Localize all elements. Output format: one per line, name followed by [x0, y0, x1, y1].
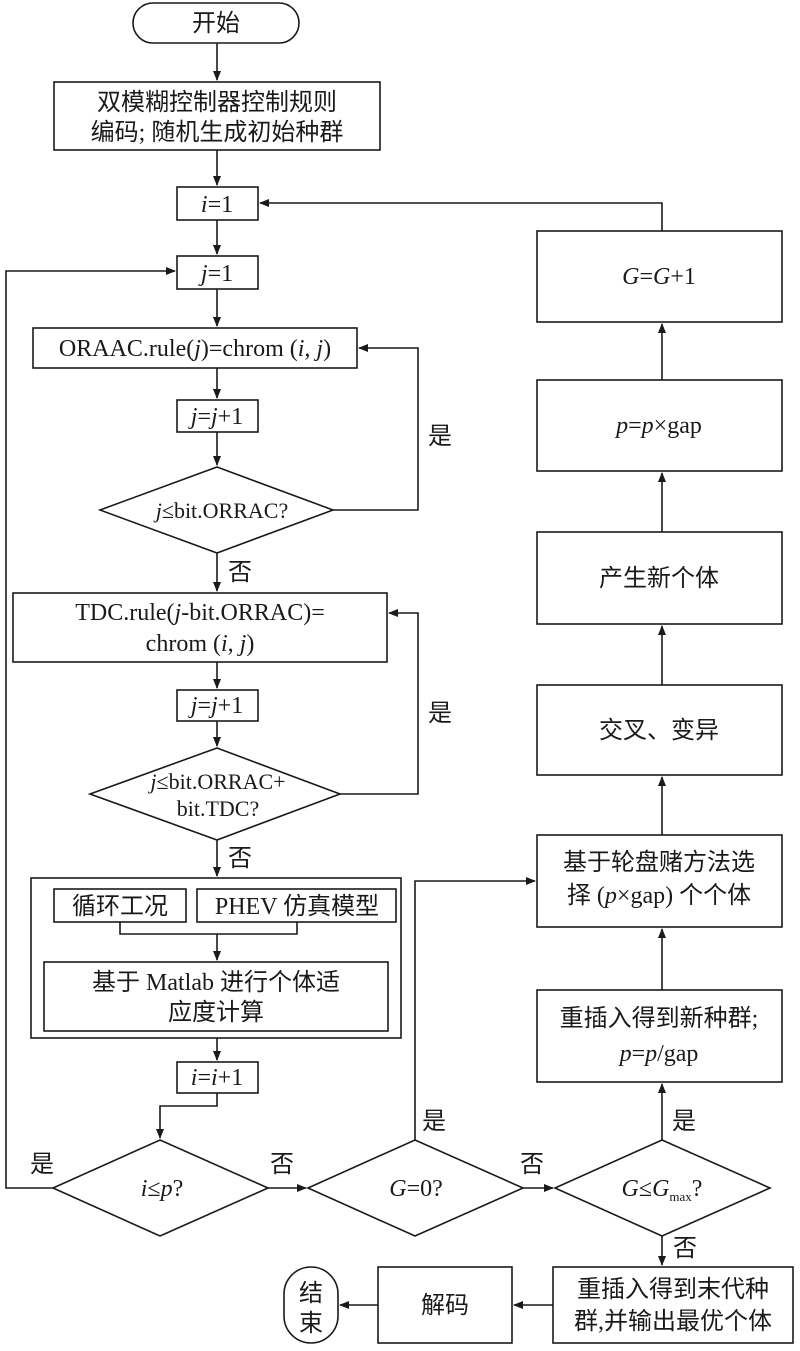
decision-i-le-p-label: i≤p? — [141, 1176, 184, 1202]
encode-line1: 双模糊控制器控制规则 — [97, 89, 337, 116]
label-no-cond2: 否 — [228, 846, 252, 872]
reinsert-box: 重插入得到新种群; p=p/gap — [536, 989, 783, 1083]
label-yes-loop1: 是 — [428, 424, 452, 450]
label-yes-i-le-p: 是 — [30, 1152, 54, 1178]
edge-labels: 是 否 是 否 是 否 是 否 是 否 — [30, 424, 697, 1262]
i-increment-box: i=i+1 — [176, 1061, 259, 1094]
label-no-g-eq-0: 否 — [520, 1152, 544, 1178]
i-increment-label: i=i+1 — [191, 1065, 243, 1091]
decode-label: 解码 — [421, 1292, 469, 1319]
crossover-box: 交叉、变异 — [536, 684, 783, 776]
encode-box: 双模糊控制器控制规则 编码; 随机生成初始种群 — [53, 81, 381, 151]
decision-j-le-orrac-tdc: j≤bit.ORRAC+ bit.TDC? — [87, 747, 343, 841]
end-node: 结 束 — [283, 1266, 339, 1344]
start-node: 开始 — [132, 2, 300, 44]
p-update-label: p=p×gap — [614, 413, 702, 439]
reinsert-line1: 重插入得到新种群; — [560, 1005, 759, 1032]
connectors — [5, 43, 666, 1309]
final-reinsert-line1: 重插入得到末代种 — [577, 1276, 769, 1303]
simulation-group: 循环工况 PHEV 仿真模型 基于 Matlab 进行个体适 应度计算 — [30, 877, 402, 1039]
decision-g-eq-0: G=0? — [306, 1139, 525, 1237]
decision-g-le-gmax-label: G≤Gmax? — [622, 1176, 703, 1204]
j-increment-label-2: j=j+1 — [188, 693, 243, 719]
decision-g-eq-0-label: G=0? — [389, 1176, 443, 1202]
tdc-rule-line2: chrom (i, j) — [146, 631, 255, 657]
decision-j-le-orrac: j≤bit.ORRAC? — [97, 466, 336, 554]
label-no-cond1: 否 — [228, 560, 252, 586]
j-increment-label-1: j=j+1 — [188, 404, 243, 430]
g-update-label: G=G+1 — [622, 264, 696, 290]
tdc-rule-box: TDC.rule(j-bit.ORRAC)= chrom (i, j) — [12, 592, 388, 663]
fitness-line1: 基于 Matlab 进行个体适 — [92, 969, 340, 996]
label-yes-g-eq-0: 是 — [422, 1109, 446, 1135]
selection-box: 基于轮盘赌方法选 择 (p×gap) 个个体 — [536, 834, 783, 928]
decision-g-le-gmax: G≤Gmax? — [553, 1139, 772, 1237]
crossover-label: 交叉、变异 — [599, 717, 719, 744]
i-init-label: i=1 — [201, 192, 233, 218]
label-yes-loop2: 是 — [428, 701, 452, 727]
decode-box: 解码 — [377, 1266, 513, 1344]
i-init-box: i=1 — [176, 186, 259, 221]
new-individual-box: 产生新个体 — [536, 531, 783, 625]
new-individual-label: 产生新个体 — [599, 565, 719, 592]
decision-j-le-orrac-tdc-line1: j≤bit.ORRAC+ — [147, 769, 285, 794]
j-init-box: j=1 — [176, 255, 259, 290]
decision-j-le-orrac-label: j≤bit.ORRAC? — [153, 498, 289, 523]
label-no-g-le-gmax: 否 — [673, 1236, 697, 1262]
label-yes-g-le-gmax: 是 — [672, 1109, 696, 1135]
final-reinsert-box: 重插入得到末代种 群,并输出最优个体 — [552, 1266, 794, 1344]
selection-line1: 基于轮盘赌方法选 — [563, 849, 755, 876]
p-update-box: p=p×gap — [536, 379, 783, 472]
g-update-box: G=G+1 — [536, 230, 783, 323]
label-no-i-le-p: 否 — [270, 1152, 294, 1178]
j-init-label: j=1 — [198, 261, 233, 287]
j-increment-box-1: j=j+1 — [176, 399, 259, 433]
end-line2: 束 — [299, 1310, 323, 1337]
reinsert-line2: p=p/gap — [618, 1041, 699, 1067]
cycle-condition-label: 循环工况 — [72, 893, 168, 920]
decision-i-le-p: i≤p? — [51, 1139, 270, 1237]
j-increment-box-2: j=j+1 — [176, 689, 259, 722]
final-reinsert-line2: 群,并输出最优个体 — [574, 1308, 772, 1335]
decision-j-le-orrac-tdc-line2: bit.TDC? — [177, 796, 260, 821]
encode-line2: 编码; 随机生成初始种群 — [91, 119, 344, 146]
tdc-rule-line1: TDC.rule(j-bit.ORRAC)= — [75, 600, 325, 626]
end-line1: 结 — [299, 1280, 323, 1307]
selection-line2: 择 (p×gap) 个个体 — [567, 882, 751, 909]
fitness-line2: 应度计算 — [168, 999, 264, 1026]
oraac-rule-box: ORAAC.rule(j)=chrom (i, j) — [32, 327, 358, 369]
phev-model-label: PHEV 仿真模型 — [215, 893, 379, 920]
start-label: 开始 — [192, 10, 240, 37]
oraac-rule-label: ORAAC.rule(j)=chrom (i, j) — [59, 336, 331, 362]
